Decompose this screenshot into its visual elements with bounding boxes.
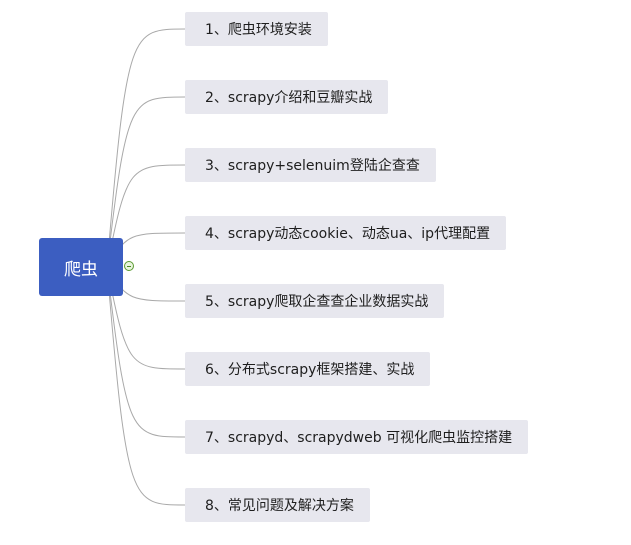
topic-node-3[interactable]: 3、scrapy+selenuim登陆企查查 bbox=[185, 148, 436, 182]
topic-node-5[interactable]: 5、scrapy爬取企查查企业数据实战 bbox=[185, 284, 445, 318]
central-topic-label: 爬虫 bbox=[64, 259, 98, 280]
topic-node-8[interactable]: 8、常见问题及解决方案 bbox=[185, 488, 370, 522]
topic-node-1[interactable]: 1、爬虫环境安装 bbox=[185, 12, 328, 46]
topic-node-7[interactable]: 7、scrapyd、scrapydweb 可视化爬虫监控搭建 bbox=[185, 420, 529, 454]
topic-label: 7、scrapyd、scrapydweb 可视化爬虫监控搭建 bbox=[205, 430, 513, 446]
central-topic[interactable]: 爬虫 bbox=[39, 238, 123, 296]
topic-label: 5、scrapy爬取企查查企业数据实战 bbox=[205, 294, 429, 310]
topic-label: 1、爬虫环境安装 bbox=[205, 22, 312, 38]
topic-node-4[interactable]: 4、scrapy动态cookie、动态ua、ip代理配置 bbox=[185, 216, 507, 250]
topic-node-6[interactable]: 6、分布式scrapy框架搭建、实战 bbox=[185, 352, 431, 386]
collapse-minus-icon[interactable] bbox=[124, 261, 134, 271]
connector-line-2 bbox=[106, 96, 186, 268]
topic-label: 3、scrapy+selenuim登陆企查查 bbox=[205, 158, 420, 174]
connector-line-6 bbox=[106, 266, 186, 370]
topic-label: 2、scrapy介绍和豆瓣实战 bbox=[205, 90, 373, 106]
topic-label: 6、分布式scrapy框架搭建、实战 bbox=[205, 362, 415, 378]
connector-line-7 bbox=[106, 266, 186, 438]
connector-line-8 bbox=[106, 266, 186, 506]
topic-node-2[interactable]: 2、scrapy介绍和豆瓣实战 bbox=[185, 80, 389, 114]
connector-line-3 bbox=[106, 164, 186, 268]
topic-label: 8、常见问题及解决方案 bbox=[205, 498, 354, 514]
topic-label: 4、scrapy动态cookie、动态ua、ip代理配置 bbox=[205, 226, 491, 242]
connector-line-1 bbox=[106, 28, 186, 268]
